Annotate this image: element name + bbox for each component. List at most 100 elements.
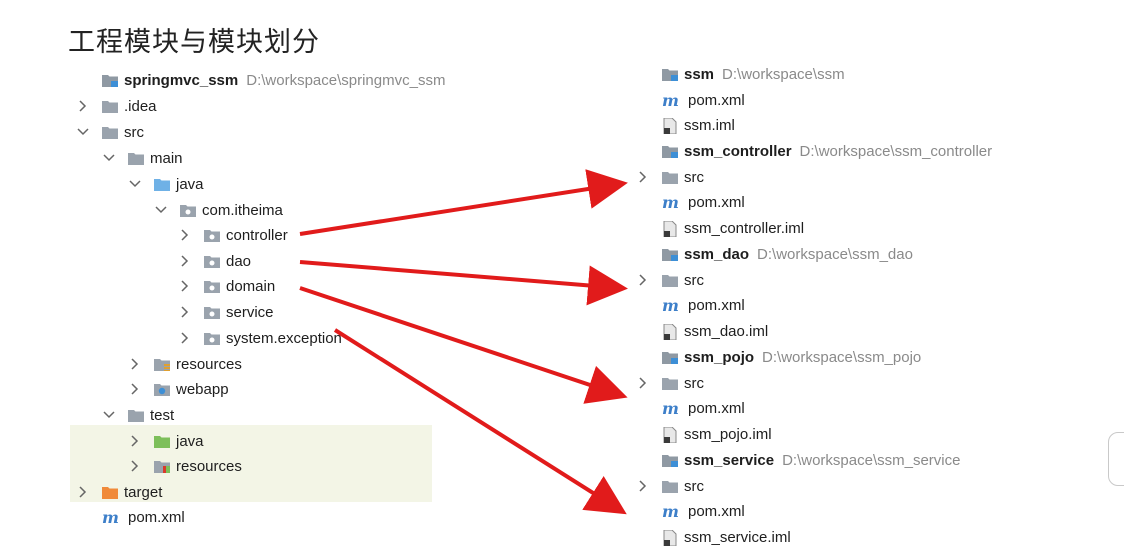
chevron-right-icon[interactable] — [636, 377, 650, 389]
right-tree-item-name: ssm_dao.iml — [684, 322, 769, 340]
module-folder-icon — [662, 350, 678, 364]
chevron-right-icon[interactable] — [128, 383, 142, 395]
web-folder-icon — [154, 382, 170, 396]
right-tree-item-name: pom.xml — [688, 399, 745, 417]
right-tree-item-name: pom.xml — [688, 193, 745, 211]
left-tree-item-name: com.itheima — [202, 201, 283, 219]
chevron-right-icon[interactable] — [178, 229, 192, 241]
left-tree-row[interactable]: resources — [128, 352, 242, 376]
iml-file-icon — [662, 426, 678, 444]
right-tree-row[interactable]: src — [636, 165, 704, 189]
chevron-right-icon[interactable] — [128, 460, 142, 472]
right-tree-row[interactable]: ssm_service.iml — [662, 525, 791, 549]
maven-icon: m — [662, 399, 682, 418]
iml-file-icon — [662, 529, 678, 547]
right-tree-row[interactable]: m pom.xml — [662, 88, 745, 112]
chevron-down-icon[interactable] — [102, 154, 116, 162]
right-tree-row[interactable]: ssm_controller.iml — [662, 216, 804, 240]
excluded-folder-icon — [102, 485, 118, 499]
arrow-dao — [299, 260, 628, 306]
iml-file-icon — [662, 117, 678, 135]
left-tree-row[interactable]: src — [76, 120, 144, 144]
right-tree-row[interactable]: ssm_pojo.iml — [662, 422, 772, 446]
left-tree-item-name: resources — [176, 355, 242, 373]
left-tree-row[interactable]: service — [178, 300, 274, 324]
left-tree-item-name: .idea — [124, 97, 157, 115]
side-scroll-handle[interactable] — [1108, 432, 1124, 486]
right-tree-row[interactable]: src — [636, 474, 704, 498]
package-icon — [204, 254, 220, 268]
left-tree-row[interactable]: test — [102, 403, 174, 427]
chevron-right-icon[interactable] — [636, 274, 650, 286]
chevron-right-icon[interactable] — [178, 280, 192, 292]
chevron-down-icon[interactable] — [102, 411, 116, 419]
chevron-down-icon[interactable] — [154, 206, 168, 214]
left-tree-item-name: service — [226, 303, 274, 321]
chevron-right-icon[interactable] — [128, 358, 142, 370]
maven-icon: m — [662, 91, 682, 110]
folder-icon — [128, 151, 144, 165]
chevron-down-icon[interactable] — [76, 128, 90, 136]
right-tree-row[interactable]: m pom.xml — [662, 396, 745, 420]
right-tree-item-name: src — [684, 477, 704, 495]
package-icon — [204, 331, 220, 345]
right-tree-item-name: pom.xml — [688, 91, 745, 109]
right-tree-item-path: D:\workspace\ssm_service — [782, 451, 961, 469]
left-tree-row[interactable]: .idea — [76, 94, 157, 118]
left-tree-row[interactable]: controller — [178, 223, 288, 247]
left-tree-row[interactable]: resources — [128, 454, 242, 478]
chevron-right-icon[interactable] — [76, 486, 90, 498]
left-tree-row[interactable]: dao — [178, 249, 251, 273]
left-tree-item-name: springmvc_ssm — [124, 71, 239, 89]
maven-icon: m — [662, 502, 682, 521]
right-tree-item-name: src — [684, 374, 704, 392]
left-tree-row[interactable]: domain — [178, 274, 275, 298]
chevron-right-icon[interactable] — [128, 435, 142, 447]
left-tree-row[interactable]: com.itheima — [154, 198, 283, 222]
left-tree-row[interactable]: java — [128, 172, 204, 196]
chevron-right-icon[interactable] — [178, 332, 192, 344]
left-tree-row[interactable]: target — [76, 480, 162, 504]
package-icon — [204, 228, 220, 242]
left-tree-item-name: test — [150, 406, 175, 424]
module-folder-icon — [662, 453, 678, 467]
right-tree-item-name: ssm — [684, 65, 715, 83]
right-tree-row[interactable]: ssm_dao.iml — [662, 319, 768, 343]
right-tree-row[interactable]: src — [636, 268, 704, 292]
right-tree-item-path: D:\workspace\ssm_pojo — [762, 348, 922, 366]
chevron-right-icon[interactable] — [178, 306, 192, 318]
chevron-right-icon[interactable] — [76, 100, 90, 112]
left-tree-item-name: domain — [226, 277, 276, 295]
left-tree-item-name: dao — [226, 252, 252, 270]
module-folder-icon — [102, 73, 118, 87]
left-tree-row[interactable]: system.exception — [178, 326, 342, 350]
arrow-domain — [299, 286, 628, 404]
left-tree-row[interactable]: java — [128, 429, 204, 453]
right-tree-row[interactable]: ssm.iml — [662, 113, 735, 137]
resources-folder-icon — [154, 357, 170, 371]
right-tree-item-name: src — [684, 271, 704, 289]
chevron-right-icon[interactable] — [178, 255, 192, 267]
right-tree-item-name: ssm_controller — [684, 142, 792, 160]
chevron-down-icon[interactable] — [128, 180, 142, 188]
right-tree-item-name: pom.xml — [688, 502, 745, 520]
chevron-right-icon[interactable] — [636, 480, 650, 492]
right-tree-row[interactable]: src — [636, 371, 704, 395]
folder-icon — [662, 273, 678, 287]
chevron-right-icon[interactable] — [636, 171, 650, 183]
right-tree-item-name: pom.xml — [688, 296, 745, 314]
right-tree-item-name: src — [684, 168, 704, 186]
left-tree-row[interactable]: main — [102, 146, 183, 170]
right-tree-item-name: ssm_dao — [684, 245, 750, 263]
left-tree-row[interactable]: webapp — [128, 377, 229, 401]
right-tree-row[interactable]: m pom.xml — [662, 499, 745, 523]
